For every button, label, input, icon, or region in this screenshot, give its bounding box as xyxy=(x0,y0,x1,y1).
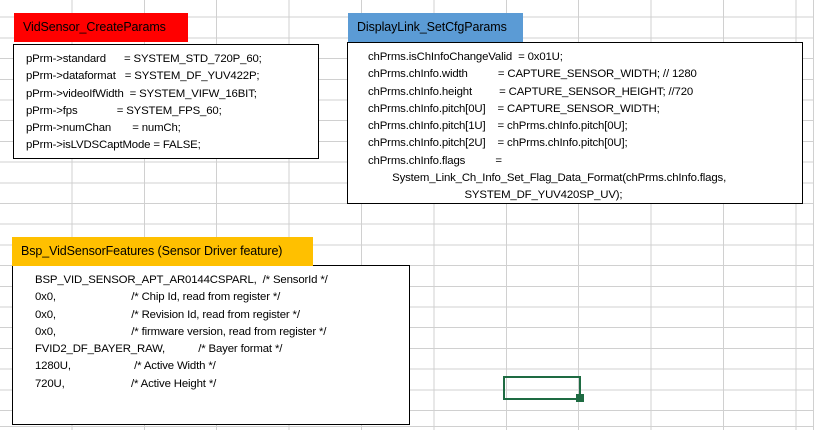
code-line: 0x0, /* Revision Id, read from register … xyxy=(35,308,300,321)
code-line: chPrms.isChInfoChangeValid = 0x01U; xyxy=(368,51,563,63)
code-line: pPrm->dataformat = SYSTEM_DF_YUV422P; xyxy=(26,70,260,83)
code-line: chPrms.chInfo.flags = xyxy=(368,154,502,167)
callout-body-bsp-vidsensorfeatures[interactable]: BSP_VID_SENSOR_APT_AR0144CSPARL, /* Sens… xyxy=(12,265,410,425)
code-line: System_Link_Ch_Info_Set_Flag_Data_Format… xyxy=(368,172,727,185)
callout-body-vidsensor-createparams[interactable]: pPrm->standard = SYSTEM_STD_720P_60; pPr… xyxy=(13,44,319,159)
callout-header-vidsensor-createparams[interactable]: VidSensor_CreateParams xyxy=(14,13,188,42)
code-line: 720U, /* Active Height */ xyxy=(35,377,217,390)
code-line: chPrms.chInfo.width = CAPTURE_SENSOR_WID… xyxy=(368,68,697,81)
code-line: chPrms.chInfo.pitch[0U] = CAPTURE_SENSOR… xyxy=(368,102,660,115)
code-line: pPrm->isLVDSCaptMode = FALSE; xyxy=(26,139,201,152)
code-line: chPrms.chInfo.pitch[2U] = chPrms.chInfo.… xyxy=(368,137,628,150)
code-line: SYSTEM_DF_YUV420SP_UV); xyxy=(368,189,623,202)
code-line: pPrm->fps = SYSTEM_FPS_60; xyxy=(26,104,222,117)
code-line: pPrm->numChan = numCh; xyxy=(26,122,181,135)
code-line: FVID2_DF_BAYER_RAW, /* Bayer format */ xyxy=(35,343,283,356)
code-block-bsp-vidsensorfeatures: BSP_VID_SENSOR_APT_AR0144CSPARL, /* Sens… xyxy=(13,266,409,393)
code-line: 1280U, /* Active Width */ xyxy=(35,360,216,373)
code-line: 0x0, /* Chip Id, read from register */ xyxy=(35,291,281,304)
code-line: pPrm->videoIfWidth = SYSTEM_VIFW_16BIT; xyxy=(26,87,257,100)
code-line: chPrms.chInfo.pitch[1U] = chPrms.chInfo.… xyxy=(368,120,628,133)
active-cell-selection[interactable] xyxy=(503,376,581,400)
code-line: 0x0, /* firmware version, read from regi… xyxy=(35,325,327,338)
code-line: chPrms.chInfo.height = CAPTURE_SENSOR_HE… xyxy=(368,85,694,98)
code-line: BSP_VID_SENSOR_APT_AR0144CSPARL, /* Sens… xyxy=(35,274,328,286)
code-block-displaylink-setcfgparams: chPrms.isChInfoChangeValid = 0x01U; chPr… xyxy=(348,43,802,203)
callout-header-bsp-vidsensorfeatures[interactable]: Bsp_VidSensorFeatures (Sensor Driver fea… xyxy=(12,237,313,266)
code-line: pPrm->standard = SYSTEM_STD_720P_60; xyxy=(26,53,262,65)
callout-body-displaylink-setcfgparams[interactable]: chPrms.isChInfoChangeValid = 0x01U; chPr… xyxy=(347,42,803,204)
code-block-vidsensor-createparams: pPrm->standard = SYSTEM_STD_720P_60; pPr… xyxy=(14,45,318,155)
callout-header-displaylink-setcfgparams[interactable]: DisplayLink_SetCfgParams xyxy=(348,13,523,42)
fill-handle[interactable] xyxy=(576,394,584,402)
